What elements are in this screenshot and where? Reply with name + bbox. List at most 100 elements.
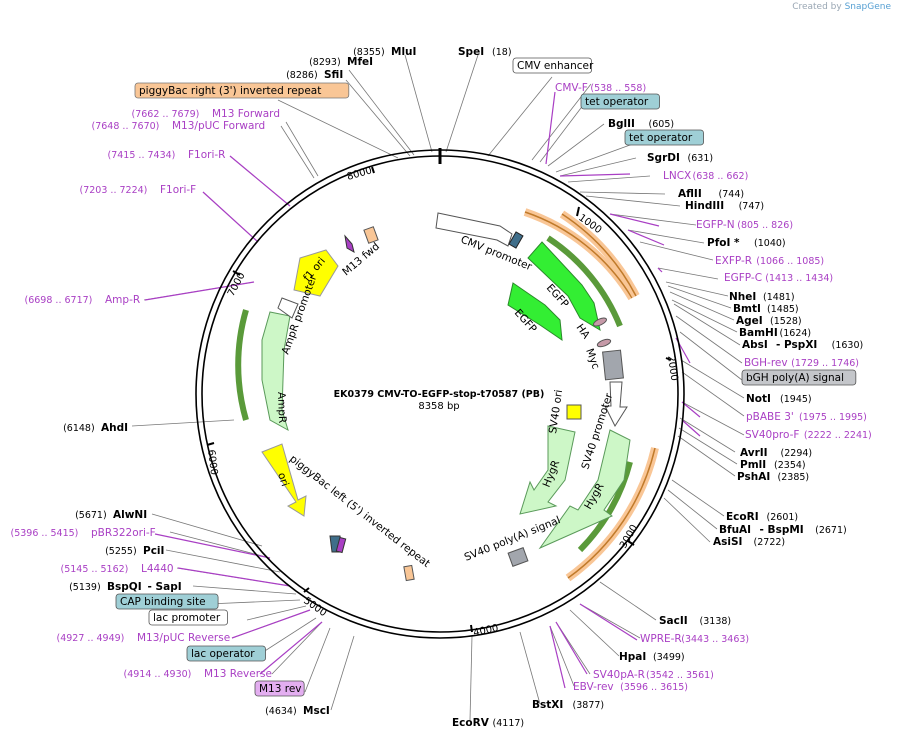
- ampr-promoter-arrow: [277, 297, 299, 319]
- label-name-aflii: AflII: [678, 188, 702, 200]
- label-absi: AbsI- PspXI(1630): [742, 339, 863, 351]
- sv40-promoter-arrow: [604, 381, 628, 428]
- label-noti: NotI (1945): [746, 393, 812, 405]
- label-name-pbr322ori-f: pBR322ori-F: [91, 527, 156, 539]
- label-name-pmli: PmlI: [740, 459, 766, 471]
- label-num-bglii: (605): [649, 119, 675, 130]
- plasmid-name: EK0379 CMV-TO-EGFP-stop-t70587 (PB): [334, 389, 545, 400]
- label-num-mlui: (8355): [353, 47, 385, 58]
- label-amp-r: (6698 .. 6717)Amp-R: [25, 294, 141, 306]
- label-box-pb-right: [134, 82, 350, 99]
- label-num-sv40pro-f: (2222 .. 2241): [804, 430, 872, 441]
- label-tet-op-1: tet operator: [580, 93, 660, 110]
- label-num-egfp-c: (1413 .. 1434): [765, 273, 833, 284]
- label-name-egfp-c: EGFP-C: [724, 272, 762, 284]
- label-name2-bspqi: - SapI: [148, 581, 182, 593]
- label-m13-puc-forward: (7648 .. 7670)M13/pUC Forward: [92, 120, 266, 132]
- label-bstxi: BstXI(3877): [532, 699, 604, 711]
- tick-label-6000: 6000: [205, 449, 219, 476]
- label-num-l4440: (5145 .. 5162): [61, 564, 129, 575]
- label-num-noti: (1945): [780, 394, 812, 405]
- myc-tag: [596, 338, 612, 348]
- label-name-hpai: HpaI: [619, 651, 646, 663]
- ampr-arrow: [261, 311, 291, 432]
- label-num-sgrdi: (631): [688, 153, 714, 164]
- label-name-bstxi: BstXI: [532, 699, 563, 711]
- label-num-sfii: (8286): [286, 70, 318, 81]
- feature-label-ha: HA: [574, 322, 593, 342]
- label-sgrdi: SgrDI (631): [647, 152, 713, 164]
- label-name-sv40pro-f: SV40pro-F: [745, 429, 799, 441]
- label-bmti: BmtI(1485): [733, 303, 799, 315]
- label-cap: CAP binding site: [115, 593, 219, 610]
- snapgene-logo: SnapGene: [844, 2, 891, 12]
- label-spei: SpeI(18): [458, 46, 512, 58]
- label-name-l4440: L4440: [141, 563, 174, 575]
- label-sv40pa-r: SV40pA-R(3542 .. 3561): [593, 669, 714, 681]
- label-name-sgrdi: SgrDI: [647, 152, 680, 164]
- ori-arrow: [261, 443, 307, 517]
- label-lncx: LNCX(638 .. 662): [663, 170, 748, 182]
- tick-label-4000: 4000: [472, 623, 499, 639]
- label-num-pshai: (2385): [778, 472, 810, 483]
- label-num-bmti: (1485): [767, 304, 799, 315]
- label-num-m13-reverse: (4914 .. 4930): [124, 669, 192, 680]
- cmv-box: [508, 231, 524, 249]
- label-text-lac-operator: lac operator: [191, 648, 255, 660]
- label-asisi: AsiSI(2722): [713, 536, 785, 548]
- orange-arc-outer-line: [524, 211, 633, 299]
- label-num-bfuai: (2671): [815, 525, 847, 536]
- label-num-m13-forward: (7662 .. 7679): [132, 109, 200, 120]
- label-name-pbabe3: pBABE 3': [746, 411, 794, 423]
- label-bfuai: BfuAI- BspMI(2671): [719, 524, 847, 536]
- orange-box-top: [363, 226, 379, 244]
- hygr-arrow-1: [519, 425, 576, 515]
- cmv-promoter-arrow: [435, 212, 513, 247]
- label-name-avrii: AvrII: [740, 447, 768, 459]
- label-num-pcii: (5255): [105, 546, 137, 557]
- label-l4440: (5145 .. 5162) L4440: [61, 563, 174, 575]
- label-num-cmv-f: (538 .. 558): [590, 83, 646, 94]
- label-name-alwni: AlwNI: [113, 509, 147, 521]
- label-name-bglii: BglII: [608, 118, 635, 130]
- label-ecorv: EcoRV(4117): [452, 717, 524, 729]
- label-name-bfuai: BfuAI: [719, 524, 751, 536]
- label-nhei: NheI(1481): [729, 291, 795, 303]
- label-msci: (4634)MscI: [265, 705, 330, 717]
- label-name-m13-puc-forward: M13/pUC Forward: [172, 120, 265, 132]
- label-ahdi: (6148)AhdI: [63, 422, 128, 434]
- label-name-agei: AgeI: [736, 315, 763, 327]
- label-name-exfp-r: EXFP-R: [715, 255, 752, 267]
- label-num-egfp-n: (805 .. 826): [737, 220, 793, 231]
- label-name-noti: NotI: [746, 393, 771, 405]
- label-aflii: AflII(744): [678, 188, 744, 200]
- label-name-msci: MscI: [303, 705, 330, 717]
- label-name-ecori: EcoRI: [726, 511, 759, 523]
- label-name-mfei: MfeI: [347, 56, 373, 68]
- label-name-mlui: MluI: [391, 46, 416, 58]
- label-num-hpai: (3499): [653, 652, 685, 663]
- f1-ori-arrow: [293, 249, 339, 297]
- egfp-arrow-2: [507, 282, 563, 342]
- label-name2-absi: - PspXI: [776, 339, 817, 351]
- label-num-agei: (1528): [770, 316, 802, 327]
- label-m13-puc-reverse: (4927 .. 4949)M13/pUC Reverse: [57, 632, 231, 644]
- feature-label-sv40-ori: SV40 ori: [547, 389, 565, 434]
- green-arc-3: [235, 309, 249, 421]
- label-m13-rev: M13 rev: [254, 680, 305, 697]
- label-exfp-r: EXFP-R(1066 .. 1085): [715, 255, 824, 267]
- label-ecori: EcoRI(2601): [726, 511, 798, 523]
- label-hindiii: HindIII(747): [685, 200, 764, 212]
- label-num-pbabe3: (1975 .. 1995): [799, 412, 867, 423]
- label-text-cap: CAP binding site: [120, 596, 206, 608]
- label-pmli: PmlI(2354): [740, 459, 806, 471]
- label-name-hindiii: HindIII: [685, 200, 724, 212]
- label-pshai: PshAI(2385): [737, 471, 809, 483]
- label-name-ebv-rev: EBV-rev: [573, 681, 614, 693]
- label-hpai: HpaI (3499): [619, 651, 685, 663]
- label-m13-reverse: (4914 .. 4930)M13 Reverse: [124, 668, 272, 680]
- egfp-arrow-1: [527, 241, 601, 332]
- label-num-absi: (1630): [832, 340, 864, 351]
- label-avrii: AvrII(2294): [740, 447, 812, 459]
